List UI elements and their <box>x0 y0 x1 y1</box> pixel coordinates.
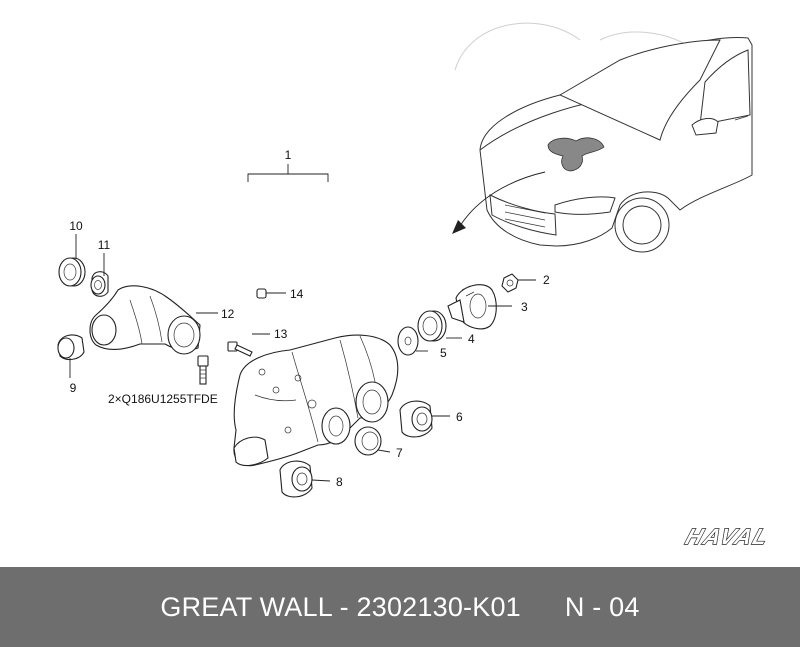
callout-6: 6 <box>456 410 463 424</box>
callout-12: 12 <box>221 307 235 321</box>
part-14-plug <box>256 288 267 299</box>
part-2-nut <box>501 273 519 293</box>
callout-7: 7 <box>396 446 403 460</box>
callout-8: 8 <box>336 475 343 489</box>
callout-3: 3 <box>521 300 528 314</box>
part-4-oil-seal <box>417 310 447 342</box>
component-location-highlight <box>547 137 605 172</box>
mounting-bolt <box>197 355 209 385</box>
part-9-bushing <box>57 334 85 361</box>
callout-13: 13 <box>274 327 288 341</box>
leader-lines <box>69 234 536 482</box>
bolt-part-note: 2×Q186U1255TFDE <box>108 392 218 406</box>
part-5-washer <box>397 326 419 356</box>
part-number-footer: GREAT WALL - 2302130-K01 N - 04 <box>0 567 800 647</box>
callout-10: 10 <box>69 219 83 233</box>
part-8-bushing <box>279 460 313 498</box>
haval-logo-text: HAVAL <box>683 525 773 549</box>
part-number-label: GREAT WALL - 2302130-K01 <box>160 591 521 622</box>
part-7-seal <box>354 426 382 456</box>
callout-9: 9 <box>70 381 77 395</box>
haval-logo: HAVAL <box>682 524 774 550</box>
callout-14: 14 <box>290 287 304 301</box>
part-3-companion-flange <box>447 284 497 330</box>
page-number-label: N - 04 <box>564 591 640 622</box>
part-10-oil-seal <box>58 257 86 287</box>
assembly-bracket <box>247 164 329 182</box>
part-13-bolt <box>227 341 253 357</box>
callout-2: 2 <box>543 273 550 287</box>
rear-differential-housing <box>233 334 399 467</box>
vehicle-illustration <box>452 22 753 253</box>
callout-11: 11 <box>98 238 111 252</box>
part-11-bearing <box>90 271 109 297</box>
callout-4: 4 <box>468 332 475 346</box>
side-axle-housing <box>89 285 201 355</box>
exploded-parts-diagram: 1 2 3 4 5 6 7 8 9 10 11 12 13 14 2×Q186U… <box>57 22 774 550</box>
part-6-bushing <box>399 400 433 438</box>
callout-5: 5 <box>440 346 447 360</box>
callout-1: 1 <box>285 148 292 162</box>
